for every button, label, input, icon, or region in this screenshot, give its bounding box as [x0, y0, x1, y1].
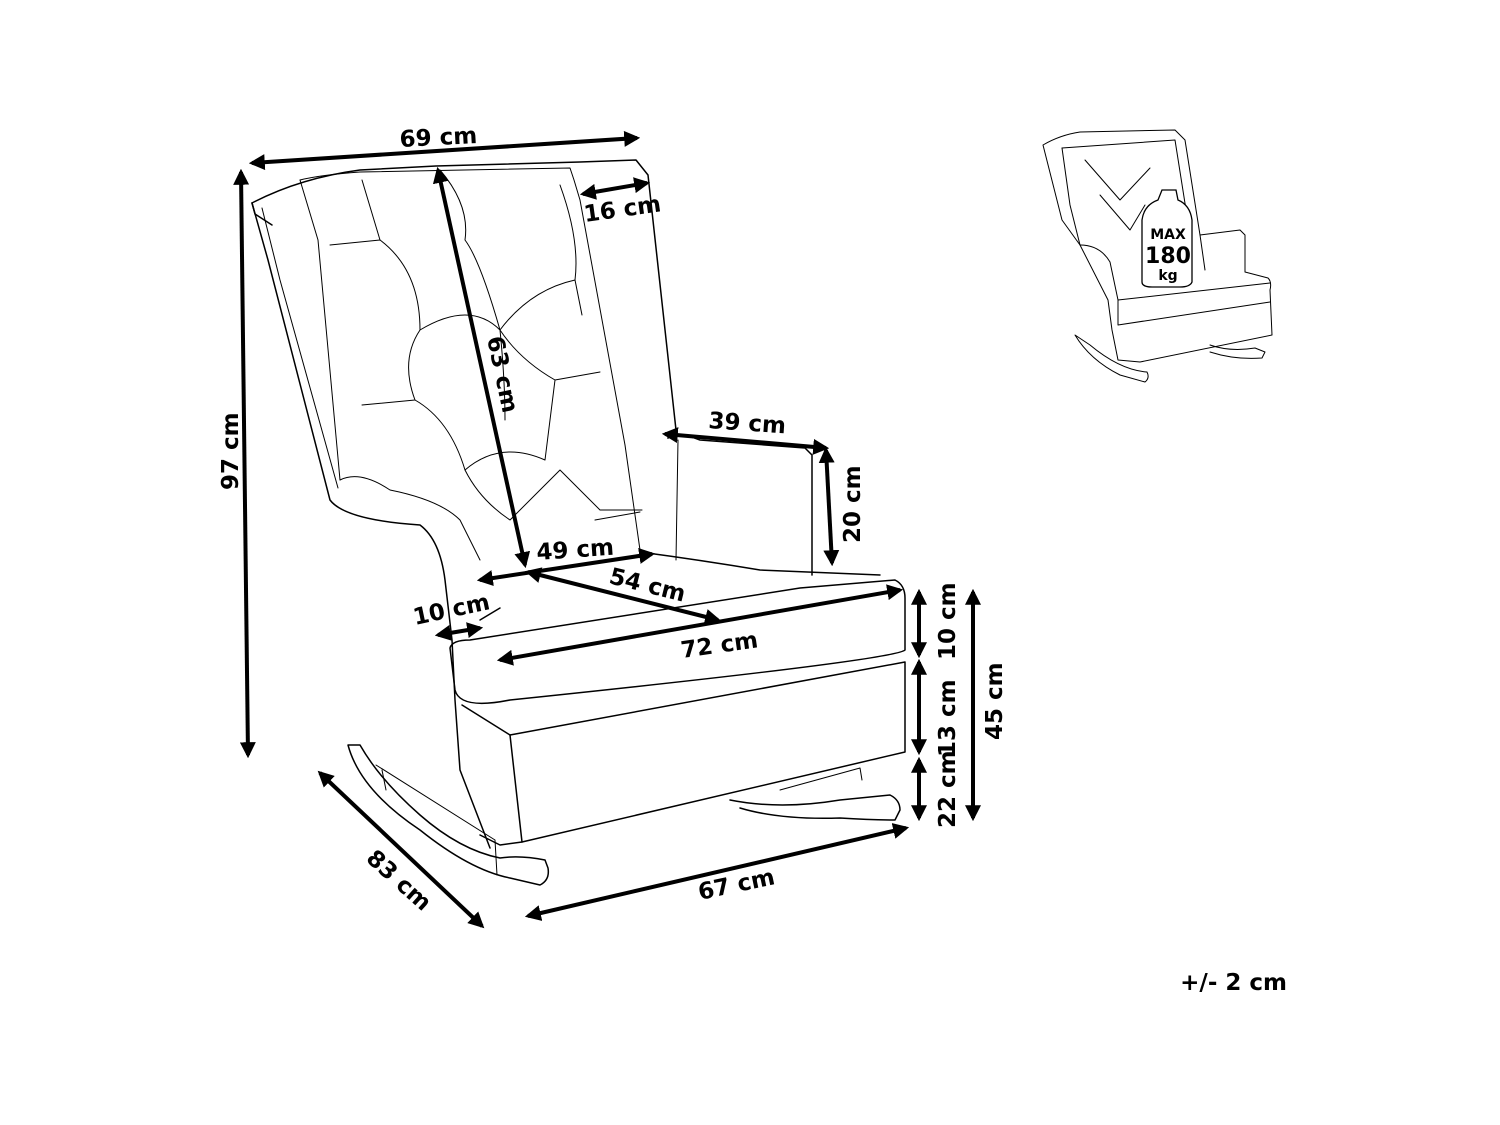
- dim-line-total-height: [233, 168, 256, 759]
- label-armrest-length: 39 cm: [708, 408, 787, 439]
- badge-unit: kg: [1158, 268, 1177, 284]
- badge-weight: 180: [1145, 244, 1191, 269]
- dim-line-armrest-height: [818, 446, 840, 567]
- badge-max: MAX: [1150, 227, 1186, 243]
- label-cushion-height: 10 cm: [935, 582, 961, 660]
- chair-illustration: [251, 159, 906, 886]
- label-seat-width-front: 72 cm: [679, 627, 759, 664]
- label-rocker-clearance: 22 cm: [935, 750, 961, 828]
- dim-line-seat-width-back: [476, 548, 656, 586]
- label-width-top: 69 cm: [399, 123, 478, 153]
- label-armrest-height: 20 cm: [840, 465, 866, 543]
- dim-line-wing-depth: [579, 177, 651, 200]
- tolerance-note: +/- 2 cm: [1180, 970, 1287, 996]
- label-rocker-length: 67 cm: [696, 864, 777, 906]
- label-armrest-width: 10 cm: [411, 589, 492, 631]
- dim-line-armrest-length: [661, 427, 830, 455]
- weight-badge: MAX 180 kg: [1141, 189, 1193, 288]
- label-total-depth: 83 cm: [361, 845, 436, 916]
- label-total-height: 97 cm: [218, 412, 244, 490]
- weight-icon: [1141, 189, 1193, 288]
- label-seat-height: 45 cm: [982, 662, 1008, 740]
- label-base-height: 13 cm: [935, 679, 961, 757]
- label-wing-depth: 16 cm: [582, 191, 662, 228]
- dimension-lines: [233, 130, 981, 929]
- dim-line-armrest-width: [434, 622, 484, 641]
- thumbnail-chair: MAX 180 kg: [1042, 129, 1273, 383]
- dim-line-total-depth: [317, 770, 485, 929]
- dim-line-width-top: [248, 130, 641, 171]
- dimension-labels: 69 cm 16 cm 97 cm 63 cm 39 cm 20 cm 49 c…: [218, 123, 1008, 916]
- dim-line-rocker-length: [524, 823, 910, 921]
- label-seat-width-back: 49 cm: [536, 535, 615, 566]
- dim-line-seat-width-front: [496, 584, 904, 666]
- dim-line-backrest-height: [432, 166, 531, 569]
